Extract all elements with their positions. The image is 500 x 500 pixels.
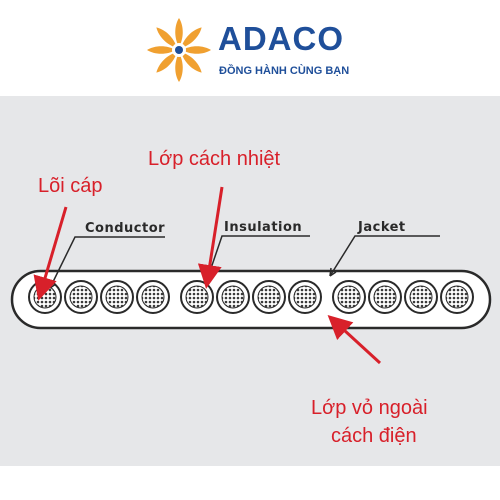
conductor-group-3 (332, 280, 474, 314)
conductor-6 (216, 280, 250, 314)
conductor-11 (404, 280, 438, 314)
cable-jacket (10, 269, 492, 330)
insulation-arrow (197, 186, 224, 289)
conductor-5 (180, 280, 214, 314)
conductor-9 (332, 280, 366, 314)
brand-name: ADACO (218, 20, 344, 57)
conductor-1 (28, 280, 62, 314)
insulation-annotation: Lớp cách nhiệt (148, 148, 281, 170)
conductor-10 (368, 280, 402, 314)
conductor-4 (136, 280, 170, 314)
conductor-7 (252, 280, 286, 314)
footer (0, 466, 500, 500)
jacket-annotation-line1: Lớp vỏ ngoài (311, 397, 428, 419)
jacket-callout (329, 235, 440, 277)
jacket-label: Jacket (357, 220, 406, 235)
jacket-annotation-line2: cách điện (331, 425, 417, 447)
conductor-label: Conductor (85, 221, 165, 236)
conductor-2 (64, 280, 98, 314)
conductor-8 (288, 280, 322, 314)
core-arrow (33, 206, 68, 301)
insulation-label: Insulation (224, 220, 302, 235)
conductor-3 (100, 280, 134, 314)
conductor-group-1 (28, 280, 170, 314)
conductor-group-2 (180, 280, 322, 314)
brand-slogan: ĐỒNG HÀNH CÙNG BẠN (219, 65, 350, 77)
header: ADACO ĐỒNG HÀNH CÙNG BẠN (0, 0, 500, 95)
jacket-arrow (327, 314, 382, 365)
core-annotation: Lõi cáp (38, 175, 103, 197)
conductor-12 (440, 280, 474, 314)
adaco-logo-icon (147, 18, 211, 82)
red-arrows (33, 186, 382, 365)
